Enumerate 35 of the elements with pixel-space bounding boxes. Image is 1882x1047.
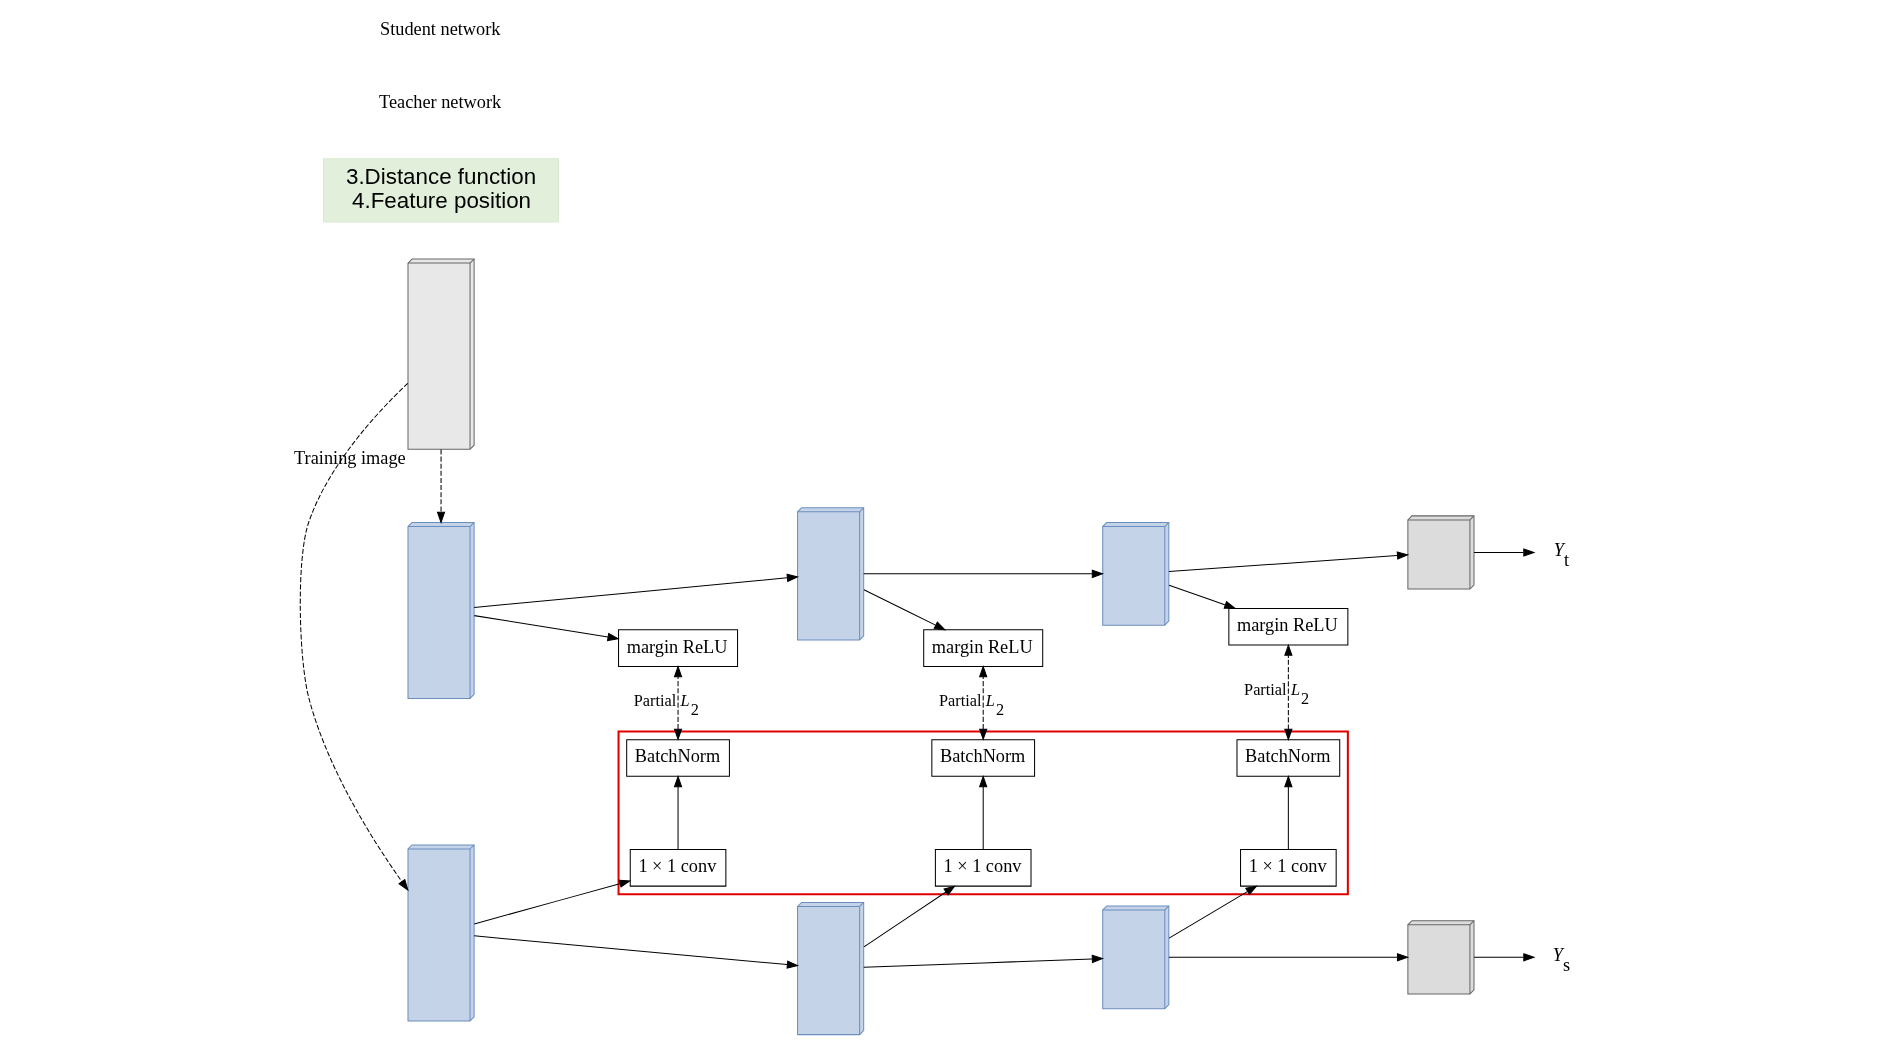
arrow: [862, 589, 946, 631]
arrow: [473, 935, 799, 969]
arrow: [862, 569, 1104, 579]
arrow: [1473, 548, 1535, 557]
arrow: [862, 954, 1104, 968]
arrow: [978, 664, 987, 741]
arrow: [299, 382, 409, 892]
arrow: [473, 879, 631, 925]
arrow: [1167, 551, 1409, 573]
arrow: [1168, 885, 1258, 939]
arrow: [1167, 953, 1409, 962]
label: Teacher network: [378, 92, 501, 113]
arrow: [1168, 584, 1236, 609]
arrow: [1283, 774, 1293, 850]
node-box: margin ReLU: [922, 629, 1043, 667]
node-box: margin ReLU: [617, 629, 738, 667]
arrow: [473, 615, 620, 642]
node-box: margin ReLU: [1227, 607, 1348, 646]
node-box: BatchNorm: [625, 739, 730, 777]
node-box: 1 × 1 conv: [934, 849, 1031, 887]
arrow: [862, 885, 956, 948]
arrow: [1283, 643, 1293, 741]
node-box: 3.Distance function 4.Feature position: [322, 158, 559, 223]
arrow: [673, 664, 682, 741]
arrow: [1473, 953, 1535, 962]
arrow: [978, 774, 987, 850]
node-box: 1 × 1 conv: [1239, 849, 1337, 887]
arrow: [673, 774, 682, 850]
arrow: [473, 573, 799, 608]
node-box: 1 × 1 conv: [629, 849, 726, 887]
arrow: [436, 448, 445, 524]
node-box: BatchNorm: [1236, 739, 1340, 777]
label: Student network: [379, 19, 500, 40]
node-label: Training image: [293, 447, 406, 468]
node-box: BatchNorm: [930, 739, 1035, 777]
